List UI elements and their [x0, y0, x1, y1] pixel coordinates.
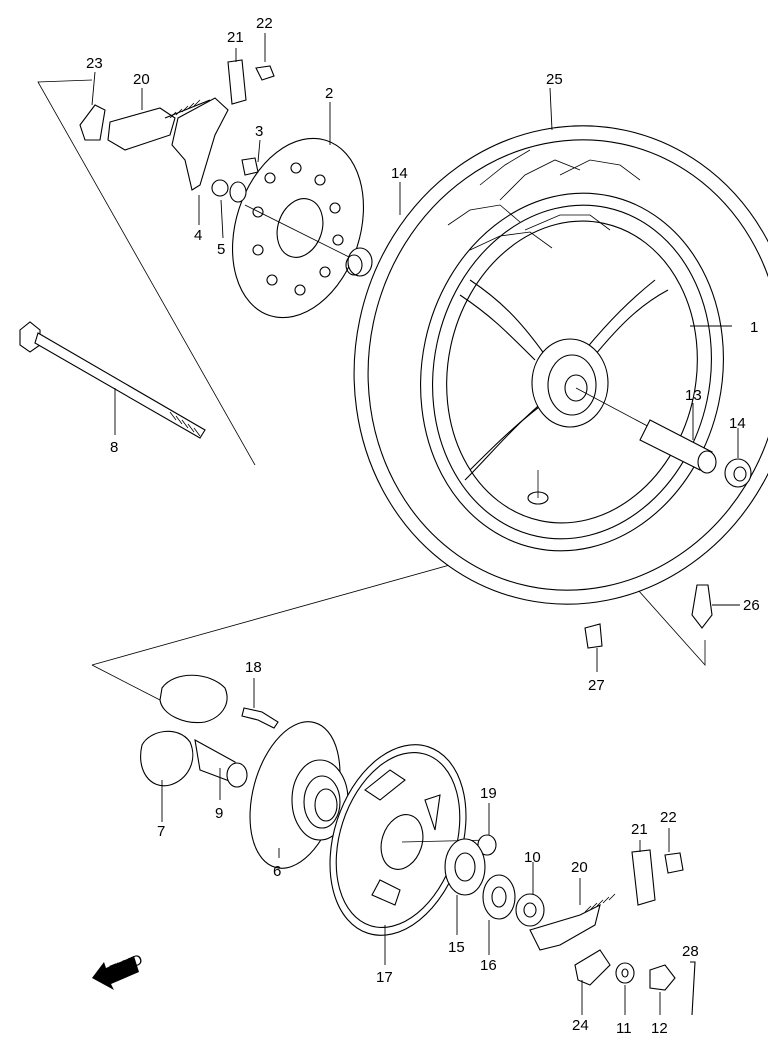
leader-lines [91, 33, 740, 1015]
brake-disc [231, 137, 365, 319]
cush-dampers [140, 674, 248, 788]
callout-23: 23 [86, 55, 103, 72]
callout-2: 2 [325, 85, 333, 102]
valve-and-clip [584, 584, 713, 649]
callout-17: 17 [376, 969, 393, 986]
callout-25: 25 [546, 71, 563, 88]
hub-small-parts [444, 834, 545, 927]
spacer-left [345, 247, 373, 277]
callout-7: 7 [157, 823, 165, 840]
callout-11: 11 [616, 1020, 632, 1037]
callout-21-bottom: 21 [631, 821, 648, 838]
callout-5: 5 [217, 241, 225, 258]
callout-4: 4 [194, 227, 202, 244]
callout-28: 28 [682, 943, 699, 960]
fwd-arrow-icon: FWD [92, 951, 145, 990]
callout-20-top: 20 [133, 71, 150, 88]
callout-13: 13 [685, 387, 702, 404]
sprocket-carrier [249, 721, 349, 869]
callout-22-top: 22 [256, 15, 273, 32]
sprocket-bolt [241, 707, 279, 729]
callout-27: 27 [588, 677, 605, 694]
chain-adjuster [529, 849, 696, 1016]
callout-12: 12 [651, 1020, 668, 1037]
callout-18: 18 [245, 659, 262, 676]
rear-axle [19, 321, 206, 439]
callout-3: 3 [255, 123, 263, 140]
callout-19: 19 [480, 785, 497, 802]
callout-26: 26 [743, 597, 760, 614]
callout-numbers: 1 2 3 4 5 6 7 8 9 10 11 12 13 14 14 15 1… [86, 15, 760, 1037]
caliper-bracket [79, 59, 275, 203]
callout-6: 6 [273, 863, 281, 880]
callout-9: 9 [215, 805, 223, 822]
rear-wheel [353, 125, 768, 605]
callout-24: 24 [572, 1017, 589, 1034]
callout-1: 1 [750, 319, 758, 336]
callout-8: 8 [110, 439, 118, 456]
callout-20-bottom: 20 [571, 859, 588, 876]
axle-collar [575, 387, 752, 488]
callout-10: 10 [524, 849, 541, 866]
callout-15: 15 [448, 939, 465, 956]
callout-16: 16 [480, 957, 497, 974]
callout-14-top: 14 [391, 165, 408, 182]
callout-22-bottom: 22 [660, 809, 677, 826]
callout-14-right: 14 [729, 415, 746, 432]
callout-21-top: 21 [227, 29, 244, 46]
